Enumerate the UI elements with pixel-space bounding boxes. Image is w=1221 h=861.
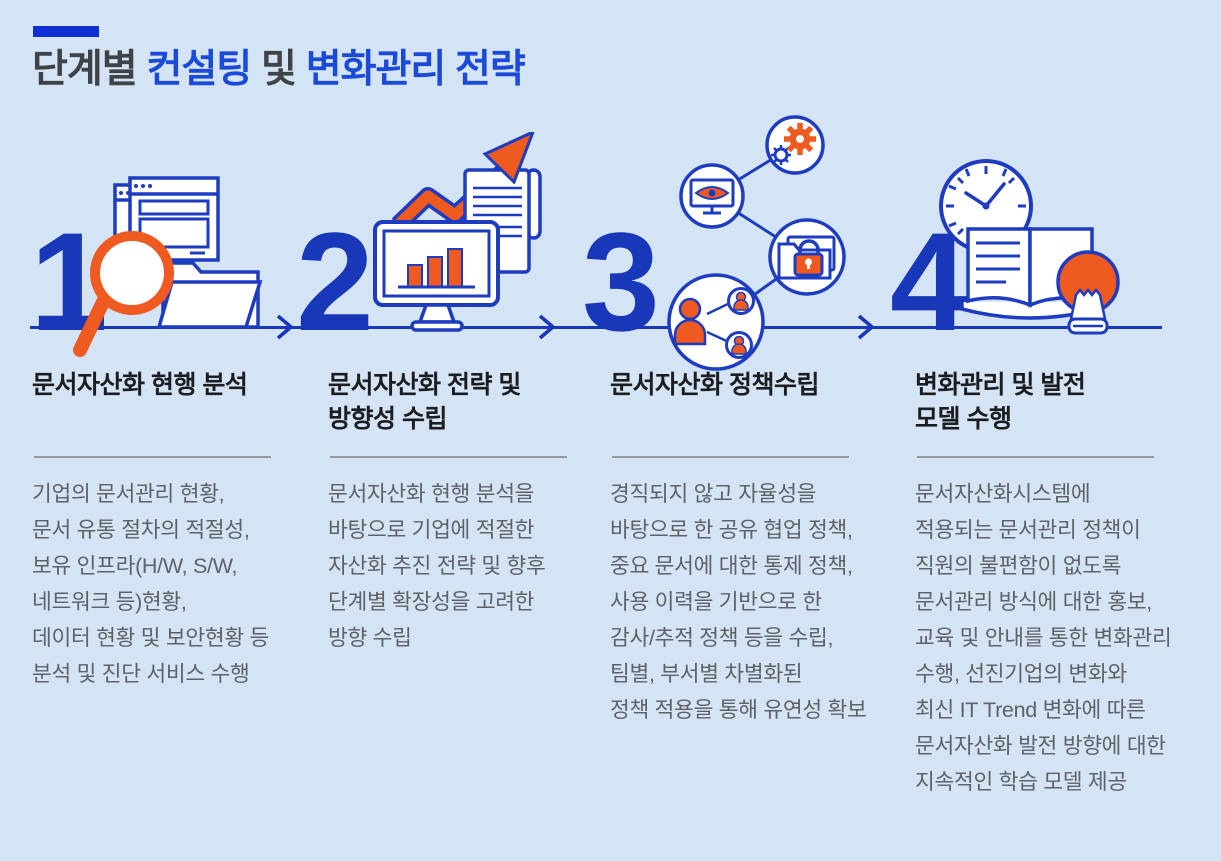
clock-book-lightbulb-icon <box>939 159 1120 335</box>
text-line: 사용 이력을 기반으로 한 <box>610 590 822 614</box>
text-line: 지속적인 학습 모델 제공 <box>915 770 1127 794</box>
heading-divider <box>612 456 849 458</box>
arrow-right-icon <box>538 314 556 340</box>
text-line: 문서자산화 전략 및 <box>328 371 521 399</box>
text-line: 데이터 현황 및 보안현황 등 <box>32 626 269 650</box>
text-line: 중요 문서에 대한 통제 정책, <box>610 554 853 578</box>
heading-divider <box>917 456 1154 458</box>
text-line: 직원의 불편함이 없도록 <box>915 554 1122 578</box>
text-line: 교육 및 안내를 통한 변화관리 <box>915 626 1172 650</box>
magnifier-documents-folder-icon <box>73 176 263 357</box>
text-line: 수행, 선진기업의 변화와 <box>915 662 1127 686</box>
text-line: 기업의 문서관리 현황, <box>32 482 225 506</box>
text-line: 문서자산화 현행 분석 <box>32 371 248 399</box>
text-line: 바탕으로 한 공유 협업 정책, <box>610 518 853 542</box>
text-line: 문서관리 방식에 대한 홍보, <box>915 590 1152 614</box>
text-line: 방향성 수립 <box>328 405 447 433</box>
step-heading: 문서자산화 정책수립 <box>610 368 900 402</box>
step-description: 기업의 문서관리 현황, 문서 유통 절차의 적절성, 보유 인프라(H/W, S/… <box>32 476 269 692</box>
chart-monitor-growth-arrow-icon <box>373 132 542 332</box>
title-segment: 변화관리 전략 <box>305 48 526 91</box>
text-line: 문서자산화 현행 분석을 <box>328 482 535 506</box>
text-line: 경직되지 않고 자율성을 <box>610 482 817 506</box>
step-heading: 문서자산화 현행 분석 <box>32 368 322 402</box>
title-accent-bar <box>33 26 99 37</box>
text-line: 분석 및 진단 서비스 수행 <box>32 662 250 686</box>
text-line: 네트워크 등)현황, <box>32 590 187 614</box>
title-segment: 컨설팅 <box>146 48 252 91</box>
text-line: 바탕으로 기업에 적절한 <box>328 518 535 542</box>
text-line: 변화관리 및 발전 <box>915 371 1086 399</box>
text-line: 정책 적용을 통해 유연성 확보 <box>610 698 867 722</box>
page-title: 단계별 컨설팅 및 변화관리 전략 <box>32 44 526 96</box>
text-line: 보유 인프라(H/W, S/W, <box>32 554 238 578</box>
title-segment: 및 <box>251 48 306 91</box>
timeline-line <box>30 326 1162 329</box>
arrow-right-icon <box>857 314 875 340</box>
text-line: 문서 유통 절차의 적절성, <box>32 518 250 542</box>
policy-network-gear-eye-lock-people-icon <box>667 115 846 371</box>
text-line: 최신 IT Trend 변화에 따른 <box>915 698 1146 722</box>
text-line: 방향 수립 <box>328 626 412 650</box>
step-number-2: 2 <box>296 203 374 360</box>
text-line: 감사/추적 정책 등을 수립, <box>610 626 834 650</box>
arrow-right-icon <box>276 314 294 340</box>
step-number-3: 3 <box>582 203 660 360</box>
title-segment: 단계별 <box>32 48 147 91</box>
text-line: 문서자산화시스템에 <box>915 482 1091 506</box>
text-line: 단계별 확장성을 고려한 <box>328 590 535 614</box>
text-line: 모델 수행 <box>915 405 1012 433</box>
text-line: 자산화 추진 전략 및 향후 <box>328 554 546 578</box>
text-line: 팀별, 부서별 차별화된 <box>610 662 803 686</box>
text-line: 문서자산화 정책수립 <box>610 371 819 399</box>
step-column-1: 문서자산화 현행 분석 기업의 문서관리 현황, 문서 유통 절차의 적절성, 보유… <box>32 368 322 686</box>
text-line: 문서자산화 발전 방향에 대한 <box>915 734 1166 758</box>
text-line: 적용되는 문서관리 정책이 <box>915 518 1141 542</box>
heading-divider <box>34 456 271 458</box>
heading-divider <box>330 456 567 458</box>
